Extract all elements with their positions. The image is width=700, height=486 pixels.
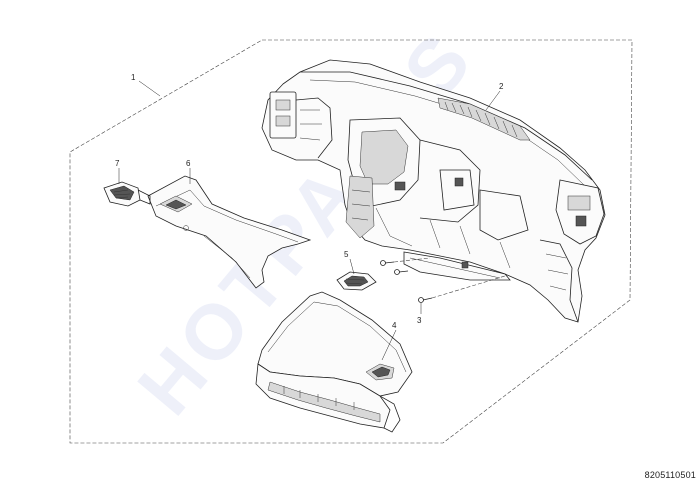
- callouts: 1 2 3 4 5 6 7: [115, 73, 504, 330]
- lower-cross-member: [403, 251, 511, 281]
- center-vent: [336, 271, 377, 291]
- callout-4: 4: [392, 321, 397, 330]
- left-bracket: [269, 91, 333, 159]
- side-trim-panel: [147, 175, 312, 289]
- defroster-grille: [437, 97, 531, 141]
- dashboard-frame: [261, 59, 606, 323]
- leader-lines: [118, 80, 501, 361]
- right-end: [539, 179, 605, 323]
- callout-7: 7: [115, 159, 120, 168]
- callout-1: 1: [131, 73, 136, 82]
- screw-lower: [418, 275, 506, 303]
- callout-5: 5: [344, 250, 349, 259]
- assembly-boundary: [69, 39, 633, 444]
- glove-box: [255, 291, 413, 433]
- diagram-id: 8205110501: [644, 470, 696, 480]
- callout-2: 2: [499, 82, 504, 91]
- side-vent: [103, 181, 151, 207]
- callout-3: 3: [417, 316, 422, 325]
- screws: [380, 257, 506, 303]
- screw-upper: [380, 257, 431, 266]
- screw-middle: [394, 269, 409, 275]
- callout-6: 6: [186, 159, 191, 168]
- center-structure: [345, 117, 529, 269]
